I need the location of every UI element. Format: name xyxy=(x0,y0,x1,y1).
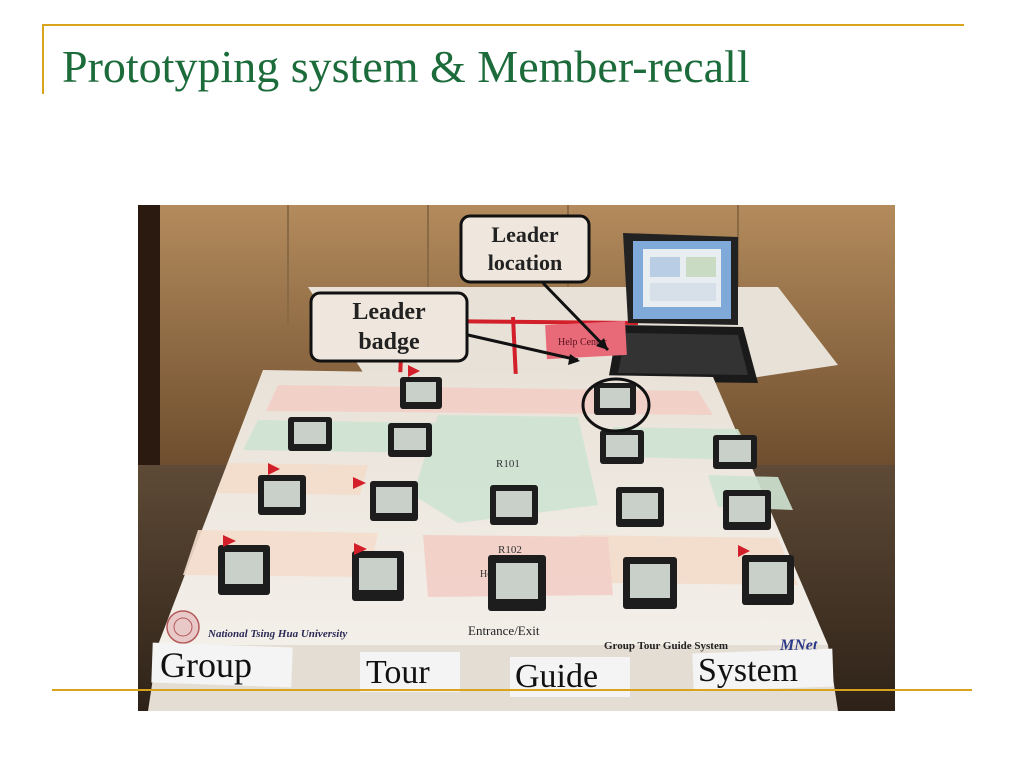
caption-word-guide: Guide xyxy=(515,658,598,695)
prototype-photo: Help Center R101 R102 Help Center xyxy=(138,205,895,711)
sensor-node xyxy=(742,555,794,605)
sensor-node xyxy=(623,557,677,609)
leader-location-arrow xyxy=(541,281,610,352)
sensor-node xyxy=(713,435,757,469)
leader-location-circle xyxy=(581,377,651,433)
title-accent-bar xyxy=(42,24,44,94)
board-front-edge xyxy=(148,645,838,711)
callout-leader-location: Leader location xyxy=(459,214,591,284)
laptop xyxy=(608,233,758,383)
callout-leader-badge-line2: badge xyxy=(358,329,420,355)
caption-word-group: Group xyxy=(160,645,252,685)
sensor-nodes xyxy=(218,377,794,611)
sensor-node xyxy=(723,490,771,530)
room-r102-label: R102 xyxy=(498,544,522,556)
caption-word-tour: Tour xyxy=(366,654,430,691)
caption-card-guide: Guide xyxy=(510,657,630,697)
sensor-node xyxy=(490,485,538,525)
sensor-node xyxy=(488,555,546,611)
slide-title: Prototyping system & Member-recall xyxy=(62,41,750,92)
sensor-node xyxy=(352,551,404,601)
caption-card-tour: Tour xyxy=(360,652,460,692)
callout-leader-badge-line1: Leader xyxy=(352,299,426,325)
university-seal xyxy=(166,610,200,644)
leader-badge-arrow xyxy=(467,333,579,362)
callout-leader-badge: Leader badge xyxy=(309,291,469,363)
callout-leader-location-line2: location xyxy=(488,250,563,275)
sensor-node xyxy=(288,417,332,451)
sensor-node xyxy=(400,377,442,409)
red-flags xyxy=(223,365,750,557)
help-center-sign-label: Help Center xyxy=(558,337,607,348)
caption-card-system: System xyxy=(692,648,834,692)
sensor-node xyxy=(388,423,432,457)
callout-leader-location-line1: Leader xyxy=(491,222,558,247)
sensor-node xyxy=(600,430,644,464)
entrance-label: Entrance/Exit xyxy=(468,623,540,638)
sensor-node xyxy=(616,487,664,527)
caption-word-system: System xyxy=(698,652,798,689)
system-name-label: Group Tour Guide System xyxy=(604,640,728,652)
top-accent-rule xyxy=(42,24,964,26)
sensor-node xyxy=(370,481,418,521)
bottom-accent-rule xyxy=(52,689,972,691)
university-label: National Tsing Hua University xyxy=(207,628,347,640)
caption-card-group: Group xyxy=(151,642,293,688)
sensor-node xyxy=(594,383,636,415)
room-r101-label: R101 xyxy=(496,458,520,470)
sensor-node xyxy=(258,475,306,515)
sensor-node xyxy=(218,545,270,595)
